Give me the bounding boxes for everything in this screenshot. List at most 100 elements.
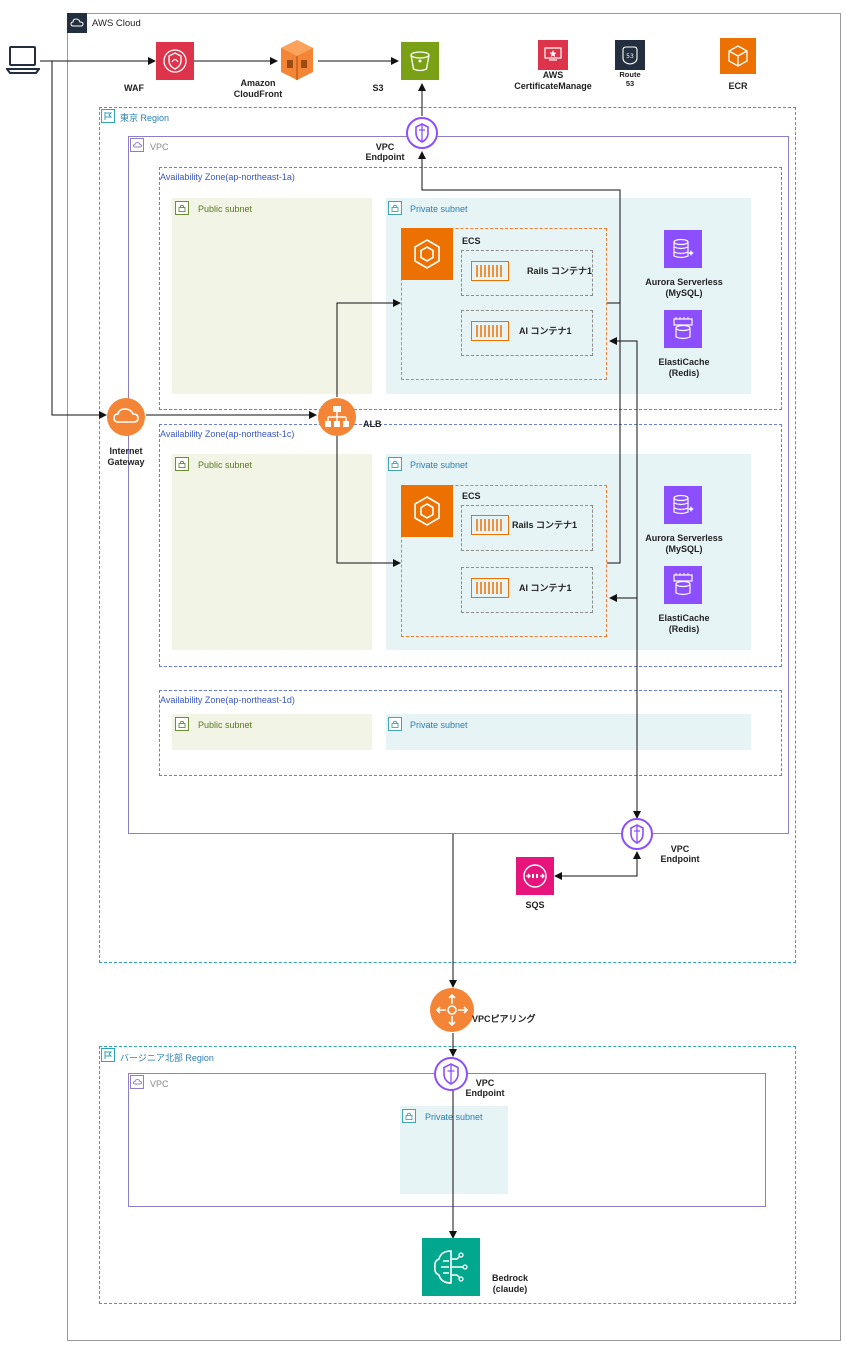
tokyo-region-label: 東京 Region (120, 113, 170, 123)
line-ecs-s3-endpoint (418, 151, 621, 304)
line-ecs-1c-up (607, 303, 621, 564)
az-1c-label: Availability Zone(ap-northeast-1c) (160, 429, 295, 439)
ecr-icon (720, 38, 756, 74)
line-alb-ecs-1a (336, 299, 401, 397)
private-subnet-virginia (400, 1106, 508, 1194)
cloudfront-label-1: Amazon (240, 78, 276, 88)
sqs-label: SQS (525, 900, 545, 910)
tokyo-region-group (99, 107, 796, 963)
ecs-icon (401, 228, 453, 280)
internet-gateway-icon (106, 397, 146, 437)
ecs-cluster-1a (401, 228, 607, 380)
rails-task-1c (461, 505, 593, 551)
public-subnet-lock-icon (175, 201, 189, 215)
tokyo-vpc-label: VPC (150, 142, 169, 152)
tokyo-vpc-group (128, 136, 789, 834)
private-subnet-lock-icon (388, 457, 402, 471)
vpc-endpoint-label-2: Endpoint (365, 152, 405, 162)
bedrock-icon (422, 1238, 480, 1296)
route53-icon: 53 (615, 40, 645, 70)
rails-task-1a (461, 250, 593, 296)
private-subnet-1a-label: Private subnet (410, 204, 468, 214)
public-subnet-1a (172, 198, 372, 394)
line-alb-ecs-1c (336, 434, 401, 567)
private-subnet-virginia-label: Private subnet (425, 1112, 483, 1122)
aurora-icon (664, 486, 702, 524)
aurora-label-1-1a: Aurora Serverless (645, 277, 723, 287)
ecs-label-1a: ECS (462, 236, 481, 246)
vpc-endpoint-sqs-label-1: VPC (670, 844, 690, 854)
aws-cloud-group (67, 13, 841, 1341)
ecs-icon (401, 485, 453, 537)
virginia-region-group (99, 1046, 796, 1304)
load-balancer-icon (317, 397, 357, 437)
public-subnet-lock-icon (175, 457, 189, 471)
region-flag-icon (101, 109, 115, 123)
ai-task-1a (461, 310, 593, 356)
private-subnet-lock-icon (402, 1109, 416, 1123)
ecr-label: ECR (728, 81, 748, 91)
alb-label: ALB (363, 419, 382, 429)
az-1a-group (159, 167, 782, 410)
region-flag-icon (101, 1048, 115, 1062)
aurora-label-1-1c: Aurora Serverless (645, 533, 723, 543)
container-icon (471, 261, 509, 281)
az-1c-group (159, 424, 782, 667)
cloudfront-icon (277, 38, 317, 82)
ecs-label-1c: ECS (462, 491, 481, 501)
rails-container-label-1c: Rails コンテナ1 (512, 520, 578, 530)
az-1a-label: Availability Zone(ap-northeast-1a) (160, 172, 295, 182)
aws-cloud-logo-icon (67, 13, 87, 33)
virginia-vpc-label: VPC (150, 1079, 169, 1089)
route53-label-2: 53 (625, 79, 635, 88)
waf-icon (156, 42, 194, 80)
public-subnet-1d (172, 714, 372, 750)
private-subnet-1c-label: Private subnet (410, 460, 468, 470)
elasticache-icon (664, 566, 702, 604)
bedrock-label-1: Bedrock (491, 1273, 529, 1283)
vpc-endpoint-sqs-label-2: Endpoint (660, 854, 700, 864)
vpc-cloud-icon (130, 138, 144, 152)
igw-label-1: Internet (109, 446, 143, 456)
public-subnet-1a-label: Public subnet (198, 204, 253, 214)
certificate-manager-icon (538, 40, 568, 70)
laptop-icon (6, 44, 40, 76)
rails-container-label-1a: Rails コンテナ1 (527, 266, 593, 276)
vpc-peering-icon (429, 987, 475, 1033)
aurora-label-2-1c: (MySQL) (665, 544, 703, 554)
public-subnet-1d-label: Public subnet (198, 720, 253, 730)
aws-cloud-label: AWS Cloud (92, 18, 141, 29)
ai-container-label-1c: AI コンテナ1 (519, 583, 572, 593)
elasticache-label-1-1c: ElastiCache (658, 613, 710, 623)
container-icon (471, 578, 509, 598)
s3-bucket-icon (401, 42, 439, 80)
vpc-endpoint-label-1: VPC (375, 142, 395, 152)
public-subnet-lock-icon (175, 717, 189, 731)
svg-text:53: 53 (626, 53, 634, 60)
line-sqs-endpoint-sqs (554, 851, 641, 880)
waf-label: WAF (124, 83, 144, 93)
ai-container-label-1a: AI コンテナ1 (519, 326, 572, 336)
line-ai-1a (609, 337, 638, 598)
virginia-region-label: バージニア北部 Region (120, 1053, 214, 1063)
vpc-endpoint-icon (433, 1056, 469, 1092)
vpc-peering-label: VPCピアリング (472, 1014, 536, 1024)
bedrock-label-2: (claude) (492, 1284, 528, 1294)
line-client-igw (51, 61, 107, 419)
sqs-icon (516, 857, 554, 895)
aurora-label-2-1a: (MySQL) (665, 288, 703, 298)
acm-label-1: AWS (542, 70, 564, 80)
vpc-endpoint-virginia-label-1: VPC (475, 1078, 495, 1088)
elasticache-label-2-1a: (Redis) (668, 368, 700, 378)
acm-label-2: CertificateManage (514, 81, 592, 91)
public-subnet-1c-label: Public subnet (198, 460, 253, 470)
route53-label-1: Route (619, 70, 641, 79)
private-subnet-1d (386, 714, 751, 750)
vpc-endpoint-icon (620, 817, 654, 851)
s3-label: S3 (372, 83, 384, 93)
ai-task-1c (461, 567, 593, 613)
private-subnet-lock-icon (388, 717, 402, 731)
elasticache-icon (664, 310, 702, 348)
vpc-endpoint-icon (405, 116, 439, 150)
